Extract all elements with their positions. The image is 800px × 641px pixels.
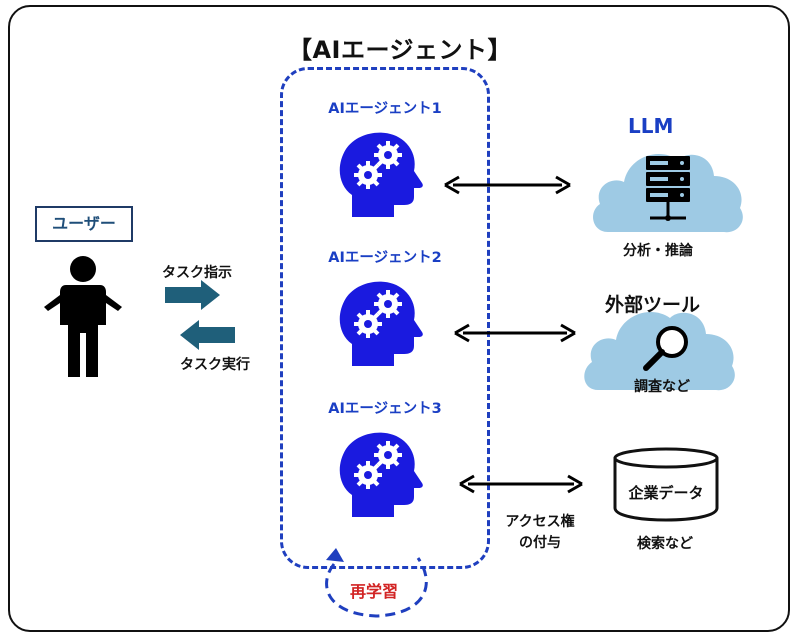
left-arrow-icon xyxy=(180,320,235,350)
task-execution-label: タスク実行 xyxy=(180,357,250,373)
enterprise-data-title: 企業データ xyxy=(628,484,704,502)
relearn-loop-arrow-icon xyxy=(325,548,428,618)
bidirectional-arrow-icon xyxy=(444,175,571,195)
llm-title: LLM xyxy=(628,114,674,138)
database-icon xyxy=(613,447,719,522)
relearn-label: 再学習 xyxy=(350,582,399,601)
cloud-magnifier-icon xyxy=(584,312,735,391)
external-tools-title: 外部ツール xyxy=(605,294,701,316)
agent-label-1: AIエージェント1 xyxy=(328,101,442,117)
agent-label-3: AIエージェント3 xyxy=(328,401,442,417)
ai-head-gears-icon xyxy=(339,132,423,217)
external-tools-caption: 調査など xyxy=(634,379,690,395)
llm-caption: 分析・推論 xyxy=(623,243,693,259)
access-grant-label-line2: の付与 xyxy=(519,535,561,551)
ai-head-gears-icon xyxy=(339,432,423,517)
user-label: ユーザー xyxy=(35,206,133,242)
agent-label-2: AIエージェント2 xyxy=(328,250,442,266)
bidirectional-arrow-icon xyxy=(454,323,576,343)
ai-agent-group-box xyxy=(280,67,490,569)
right-arrow-icon xyxy=(165,280,220,310)
person-shrug-icon xyxy=(44,256,122,377)
cloud-server-icon xyxy=(593,154,743,233)
enterprise-data-caption: 検索など xyxy=(637,536,693,552)
access-grant-label-line1: アクセス権 xyxy=(505,514,575,530)
bidirectional-arrow-icon xyxy=(459,474,583,494)
ai-head-gears-icon xyxy=(339,281,423,366)
diagram-title: 【AIエージェント】 xyxy=(287,36,513,64)
task-instruction-label: タスク指示 xyxy=(162,265,232,281)
